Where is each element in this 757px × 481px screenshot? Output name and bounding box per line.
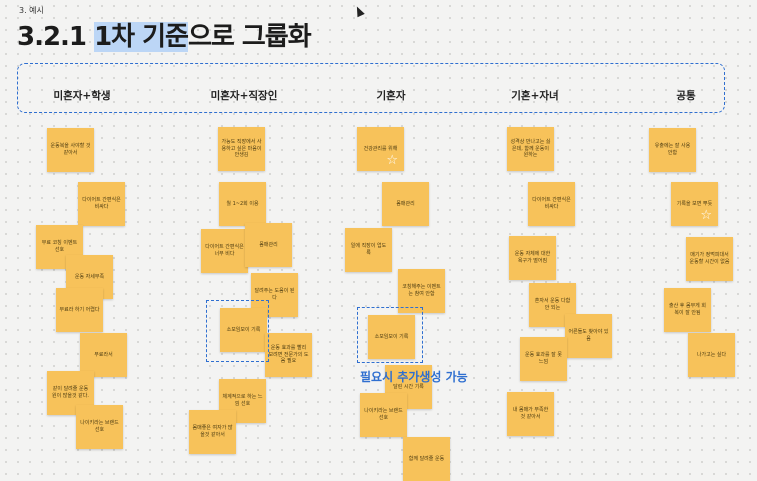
callout-text: 필요시 추가생성 가능 (360, 370, 468, 384)
note-text: 건강관리를 위해 (363, 145, 398, 152)
star-icon: ☆ (700, 208, 712, 223)
sticky-note[interactable]: 무료라서 (80, 333, 127, 377)
section-label: 3. 예시 (19, 6, 44, 15)
sticky-note[interactable]: 나가고는 싶다 (688, 333, 735, 377)
sticky-note[interactable]: 매기가 정먹피대서 운동할 시간이 없음 (686, 237, 733, 281)
column-label-married-kids: 기혼+자녀 (511, 90, 559, 102)
sticky-note[interactable]: 몸매좋은 여자가 많을것 같아서 (189, 410, 236, 454)
selection-box[interactable] (206, 300, 269, 362)
sticky-note[interactable]: 나이키라는 브랜드 선호 (76, 405, 123, 449)
sticky-note[interactable]: 어른들도 찾아야 있음 (565, 314, 612, 358)
sticky-note[interactable]: 코칭해주는 이벤트 는 참여 안함 (398, 269, 445, 313)
column-label-single-student: 미혼자+학생 (53, 90, 111, 102)
sticky-note[interactable]: 다이어트 간편식은 비싸다 (528, 182, 575, 226)
sticky-note[interactable]: 몸매관리 (245, 223, 292, 267)
sticky-note[interactable]: 내 몸매가 부족한 것 같아서 (507, 392, 554, 436)
page-title: 3.2.1 1차 기준으로 그룹화 (17, 16, 312, 53)
sticky-note[interactable]: 성격상 만나고는 싫은데, 함께 운동이 원하는 (507, 127, 554, 171)
cursor-icon (353, 4, 365, 18)
selection-box[interactable] (357, 307, 423, 363)
star-icon: ☆ (386, 153, 398, 168)
sticky-note[interactable]: 월 1~2회 이용 (219, 182, 266, 226)
sticky-note[interactable]: 출산 후 몸무게 회복이 잘 안됨 (664, 288, 711, 332)
column-label-common: 공통 (676, 90, 696, 102)
sticky-note[interactable]: 가능도 직장에서 사용하고 싶은 마음이 안생김 (218, 127, 265, 171)
sticky-note[interactable]: 소모임모이 기록 (220, 308, 267, 352)
sticky-note[interactable]: 함께 달려줄 운동 (403, 437, 450, 481)
category-header-box[interactable] (17, 63, 725, 113)
sticky-note[interactable]: 일에 직장이 업도 록 (345, 228, 392, 272)
title-suffix: 으로 그룹화 (187, 22, 312, 52)
column-label-single-worker: 미혼자+직장인 (210, 90, 278, 102)
sticky-note[interactable]: 나이키라는 브랜드 선호 (360, 393, 407, 437)
sticky-note[interactable]: 소모임모이 기록 (368, 315, 415, 359)
sticky-note[interactable]: 유출에는 잘 사용 안함 (649, 128, 696, 172)
sticky-note[interactable]: 몸매관리 (382, 182, 429, 226)
sticky-note[interactable]: 운동 효과를 빨리 보려면 전문가의 도움 필요 (265, 333, 312, 377)
sticky-note[interactable]: 운동 효과를 잘 못 느낌 (520, 337, 567, 381)
sticky-note[interactable]: 무료 코칭 이벤트 선호 (36, 225, 83, 269)
column-label-married: 기혼자 (376, 90, 406, 102)
sticky-note[interactable]: 운동복을 사야할 것 같아서 (47, 128, 94, 172)
sticky-note[interactable]: 무료라 하기 어렵다 (56, 288, 103, 332)
sticky-note[interactable]: 운동 자체에 대한 욕구가 떨어짐 (509, 236, 556, 280)
sticky-note[interactable]: 다이어트 간편식은 너무 비다 (201, 229, 248, 273)
note-text: 기록을 보면 뿌듯 (676, 200, 713, 207)
sticky-note[interactable]: 다이어트 간편식은 비싸다 (78, 182, 125, 226)
title-highlight[interactable]: 1차 기준 (94, 22, 189, 52)
title-prefix: 3.2.1 (17, 22, 95, 52)
sticky-note[interactable]: 건강관리를 위해☆ (357, 127, 404, 171)
sticky-note[interactable]: 기록을 보면 뿌듯☆ (671, 182, 718, 226)
